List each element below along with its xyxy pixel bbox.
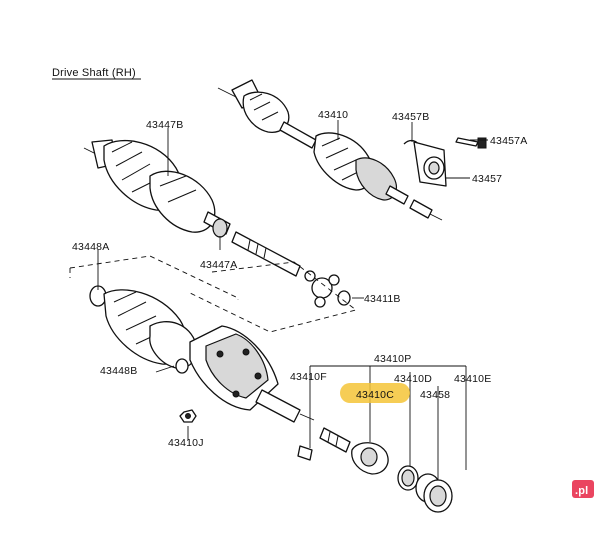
bracket-43457	[403, 137, 487, 187]
diagram-title: Drive Shaft (RH)	[52, 67, 136, 79]
complete-shaft-assembly	[217, 79, 443, 221]
callout-43457: 43457	[472, 173, 502, 185]
inboard-joint-boot	[83, 139, 351, 308]
highlight-marker	[340, 383, 410, 403]
callout-43448A: 43448A	[72, 241, 109, 253]
callout-43411B: 43411B	[364, 293, 401, 305]
hub-parts	[179, 409, 453, 513]
callout-43410J: 43410J	[168, 437, 204, 449]
callout-43410E: 43410E	[454, 373, 491, 385]
outboard-joint-boot	[89, 285, 315, 423]
callout-43448B: 43448B	[100, 365, 137, 377]
watermark-text: sprzedajemy	[472, 485, 571, 502]
callout-43457B: 43457B	[392, 111, 429, 123]
callout-43457A: 43457A	[490, 135, 527, 147]
callout-43447B: 43447B	[146, 119, 183, 131]
watermark: sprzedajemy .pl	[472, 480, 594, 502]
watermark-suffix: .pl	[575, 485, 588, 497]
callout-43410D: 43410D	[394, 373, 432, 385]
watermark-badge	[572, 480, 594, 498]
callout-43410F: 43410F	[290, 371, 327, 383]
callout-43410P: 43410P	[374, 353, 411, 365]
callout-43458: 43458	[420, 389, 450, 401]
callout-43410: 43410	[318, 109, 348, 121]
callout-43410C: 43410C	[356, 389, 394, 401]
callout-43447A: 43447A	[200, 259, 237, 271]
group-dashed-box	[69, 255, 358, 333]
leader-lines	[97, 120, 488, 480]
